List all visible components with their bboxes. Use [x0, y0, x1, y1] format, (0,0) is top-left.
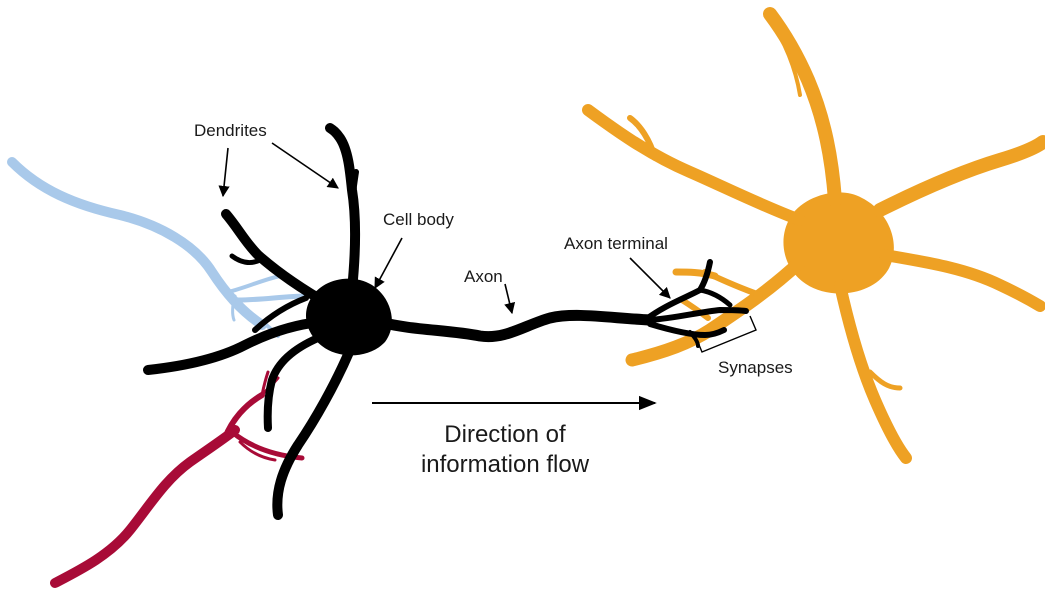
main-dendrite-lower-left [268, 338, 318, 428]
blue-input-axon [12, 162, 308, 336]
target-dendrite-right [880, 142, 1043, 210]
axon-arrow [505, 284, 512, 313]
direction-label-line2: information flow [390, 450, 620, 480]
axon-terminal-arrow [630, 258, 670, 298]
annotation-arrows [223, 143, 670, 403]
main-dendrite-top [330, 128, 355, 290]
target-dendrite-upper-left [588, 110, 800, 220]
target-dendrite-top [770, 14, 835, 200]
cell-body-arrow [375, 238, 402, 288]
dendrites-arrow-left [223, 148, 228, 196]
axon-label: Axon [464, 268, 503, 285]
cell-body-label: Cell body [383, 211, 454, 228]
dendrites-label: Dendrites [194, 122, 267, 139]
main-axon [380, 315, 650, 336]
axon-terminal-label: Axon terminal [564, 235, 668, 252]
direction-label-line1: Direction of [390, 420, 620, 450]
main-dendrite-left [148, 322, 320, 370]
target-dendrite-right-lower [885, 255, 1040, 306]
synapses-label: Synapses [718, 359, 793, 376]
main-dendrite-bottom [277, 350, 350, 515]
dendrites-arrow-right [272, 143, 338, 188]
direction-label: Direction of information flow [390, 420, 620, 480]
